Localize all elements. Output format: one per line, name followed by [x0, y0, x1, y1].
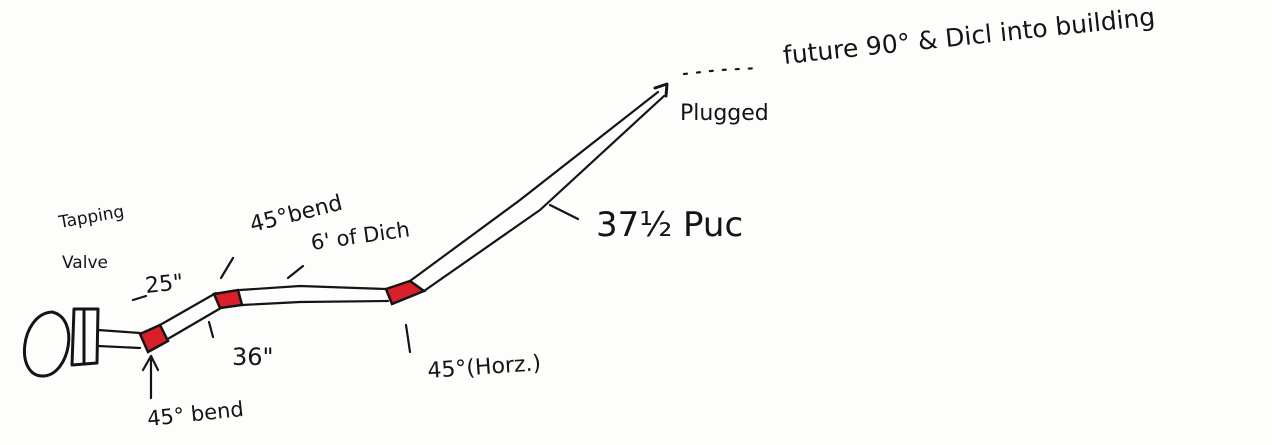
tapping-valve-label-line2: Valve: [62, 253, 108, 273]
plugged-label: Plugged: [680, 101, 769, 126]
future-dash-line: [682, 66, 762, 76]
dim-25-label: 25": [144, 270, 185, 299]
pipe-length-label: 37½ Puc: [596, 205, 743, 245]
leader-pipe-length: [548, 203, 580, 221]
arrow-head: [141, 354, 160, 372]
pipe-segment-2: [158, 291, 228, 342]
leaders: [131, 66, 762, 400]
fitting-45-bend-2: [212, 288, 244, 310]
pipe-segment-4: [408, 90, 666, 293]
valve-flange: [70, 307, 100, 367]
bend-45-bottom-label: 45° bend: [146, 397, 245, 431]
tapping-valve-label-line1: Tapping: [56, 202, 125, 233]
pipe-segment-1: [96, 328, 142, 350]
dim-36-label: 36": [232, 343, 274, 371]
tapping-valve: [23, 307, 100, 378]
plug-end: [653, 82, 669, 98]
ditch-label: 6' of Dich: [309, 217, 411, 255]
leader-25: [131, 294, 148, 302]
fittings: [138, 279, 427, 354]
pipe-segment-3: [238, 284, 390, 307]
fitting-45-bend-3: [384, 279, 427, 306]
pipe-run: [96, 82, 669, 350]
future-note-label: future 90° & Dicl into building: [782, 2, 1157, 70]
leader-36: [207, 320, 215, 339]
bend-45-horz-label: 45°(Horz.): [427, 351, 542, 384]
leader-45-top: [219, 256, 235, 280]
fitting-45-bend-1: [138, 323, 170, 354]
leader-45-horz: [404, 323, 412, 354]
leader-ditch: [286, 264, 305, 280]
annotations: future 90° & Dicl into building Plugged …: [56, 2, 1156, 431]
valve-oval: [23, 310, 71, 378]
